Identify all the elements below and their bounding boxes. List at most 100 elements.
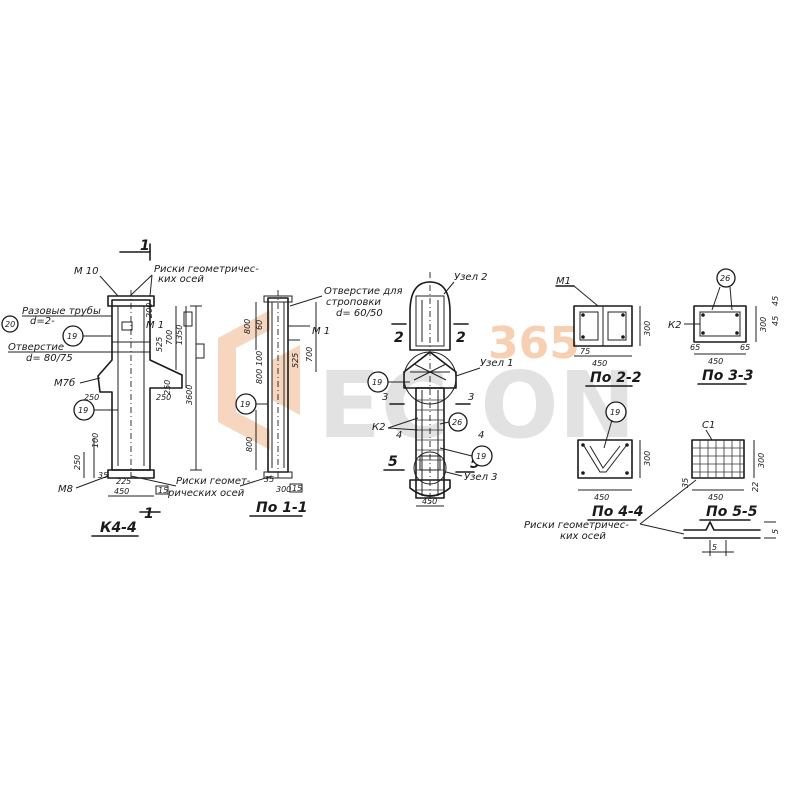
mid-pos-19-callout-a: 19 <box>367 371 389 393</box>
label-c1: С1 <box>702 420 715 431</box>
cut-2-right: 2 <box>456 330 466 346</box>
column-hole <box>121 321 133 331</box>
svg-text:26: 26 <box>452 418 462 427</box>
cut-3-left: 3 <box>382 392 388 403</box>
notch-dim-5-bottom: 5 <box>712 543 717 552</box>
label-k2-mid: К2 <box>372 422 385 433</box>
label-m7: М7б <box>54 377 75 389</box>
p55-dim-300: 300 <box>757 453 766 468</box>
title-p2-2: По 2-2 <box>590 370 642 386</box>
p44-dim-450: 450 <box>594 493 609 502</box>
dim-250-mid: 250 <box>156 393 171 402</box>
p33-dim-65-right: 65 <box>740 343 750 352</box>
p44-dim-300: 300 <box>643 451 652 466</box>
pos-19-callout-a: 19 <box>62 325 84 347</box>
svg-text:19: 19 <box>372 378 382 387</box>
cut-3-right: 3 <box>468 392 474 403</box>
p44-outline <box>577 439 633 479</box>
cut-4-left: 4 <box>396 430 402 441</box>
p33-dim-300: 300 <box>759 317 768 332</box>
svg-text:19: 19 <box>67 332 77 341</box>
p4-4-section: 19 300 450 По 4-4 <box>577 401 652 521</box>
title-p1-1: По 1-1 <box>256 500 308 516</box>
label-m1-left: М 1 <box>146 320 164 331</box>
dim-225: 225 <box>116 477 131 486</box>
p11-dim-800-mid: 800 <box>255 369 264 384</box>
p11-dim-800-top: 800 <box>243 319 252 334</box>
dim-1350: 1350 <box>175 325 184 345</box>
label-razov-line2: d=2- <box>30 316 55 327</box>
p3-3-section: 26 К2 300 45 45 65 65 450 По 3-3 <box>668 268 780 385</box>
label-m10: М 10 <box>74 266 99 277</box>
label-m1-p22: М1 <box>556 276 571 287</box>
dim-250-left: 250 <box>84 393 99 402</box>
p55-dim-450: 450 <box>708 493 723 502</box>
notch-dim-5-right: 5 <box>771 529 780 534</box>
watermark-hexagon-left <box>218 310 270 450</box>
mid-pos-19-callout-b: 19 <box>471 445 493 467</box>
pos-20-label: 20 <box>5 320 15 329</box>
title-k4-4: К4-4 <box>100 520 137 536</box>
mid-dim-450: 450 <box>422 497 437 506</box>
p5-5-section: С1 300 22 35 450 По 5-5 5 <box>524 420 780 556</box>
svg-text:26: 26 <box>720 274 730 283</box>
section-1-bottom-label: 1 <box>144 506 154 522</box>
label-risk-top-line1: Риски геометричес- <box>154 264 259 275</box>
p11-dim-300: 300 <box>276 485 291 494</box>
pos-20-callout: 20 <box>1 315 19 333</box>
p33-dim-450: 450 <box>708 357 723 366</box>
label-risk-top-line2: ких осей <box>158 274 204 285</box>
label-uzel-1: Узел 1 <box>480 358 514 369</box>
p11-dim-35: 35 <box>264 475 274 484</box>
svg-text:19: 19 <box>240 400 250 409</box>
rebar-top-cap <box>409 281 451 351</box>
watermark-hexagon-mid <box>272 345 300 415</box>
p33-pos-26-callout: 26 <box>716 268 736 288</box>
p11-dim-700: 700 <box>305 347 314 362</box>
p11-pos-19-callout: 19 <box>235 393 257 415</box>
dim-450-bottom: 450 <box>114 487 129 496</box>
title-p5-5: По 5-5 <box>706 504 758 520</box>
p55-dim-22: 22 <box>751 482 760 492</box>
label-uzel-3: Узел 3 <box>464 472 498 483</box>
label-razov-line1: Разовые трубы <box>22 305 101 317</box>
label-k2-p33: К2 <box>668 320 681 331</box>
label-risk-bottom-line1: Риски геомет- <box>176 476 251 487</box>
dim-250-right: 250 <box>163 380 172 395</box>
p11-dim-525: 525 <box>291 353 300 368</box>
cut-2-left: 2 <box>394 330 404 346</box>
column-base <box>107 469 155 479</box>
k4-4-elevation: 1 3600 1350 700 525 200 250 250 250 100 … <box>1 238 273 537</box>
dim-700: 700 <box>165 330 174 345</box>
watermark-logo: EC ON 365 <box>218 310 636 459</box>
p22-dim-300: 300 <box>643 321 652 336</box>
label-m8: М8 <box>58 484 73 495</box>
notch-detail-top <box>683 521 761 531</box>
p11-dim-15: 15 <box>292 484 302 493</box>
label-otv-strop-line1: Отверстие для <box>324 286 403 297</box>
p11-dim-60: 60 <box>255 320 264 330</box>
title-p4-4: По 4-4 <box>592 504 644 520</box>
p11-dim-100: 100 <box>255 351 264 366</box>
pos-19-callout-b: 19 <box>73 399 95 421</box>
label-otv-line1: Отверстие <box>8 342 64 353</box>
svg-text:19: 19 <box>610 408 620 417</box>
reinforcement-view: 2 2 3 3 4 4 5 5 Узел 2 Узел 1 Узел 3 19 … <box>367 272 514 507</box>
cut-5-left: 5 <box>388 454 398 470</box>
dim-3600: 3600 <box>185 385 194 405</box>
dim-15: 15 <box>158 486 168 495</box>
title-p3-3: По 3-3 <box>702 368 754 384</box>
mid-pos-26-callout: 26 <box>448 412 468 432</box>
p33-dim-45: 45 <box>771 296 780 306</box>
p1-1-side-view: 800 60 100 800 525 700 800 300 15 35 19 … <box>235 286 403 517</box>
dim-35: 35 <box>98 471 108 480</box>
p44-pos-19-callout: 19 <box>605 401 627 423</box>
p33-dim-65-left: 65 <box>690 343 700 352</box>
p11-dim-800-bottom: 800 <box>245 437 254 452</box>
p33-dim-45b: 45 <box>771 316 780 326</box>
dim-100: 100 <box>91 433 100 448</box>
p22-dim-450: 450 <box>592 359 607 368</box>
label-otv-strop-line3: d= 60/50 <box>336 308 383 319</box>
